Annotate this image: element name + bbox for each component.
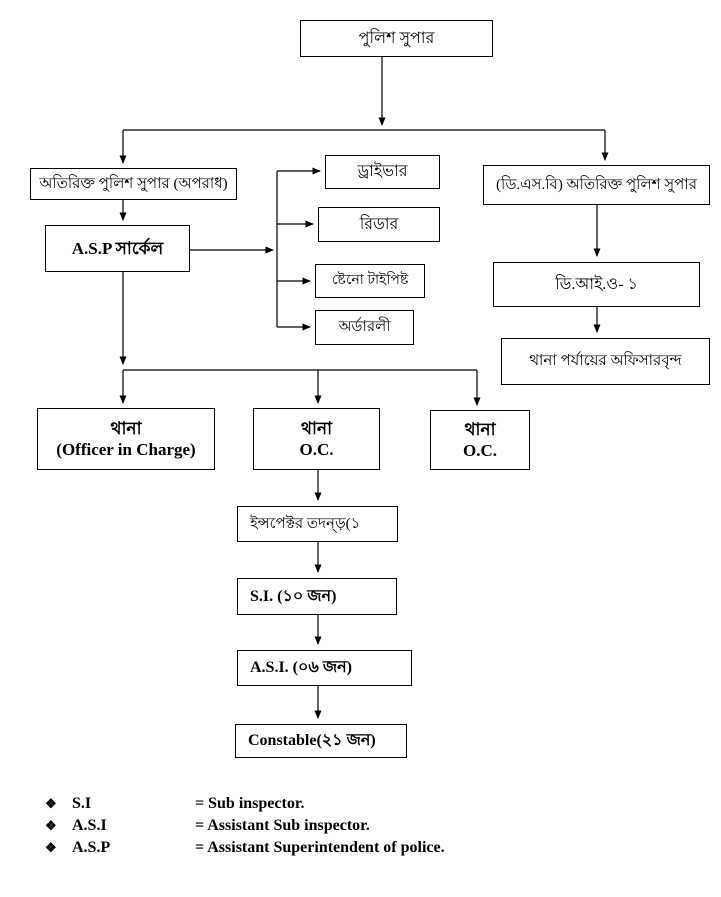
- node-driver: ড্রাইভার: [325, 155, 440, 189]
- legend-term: S.I: [72, 795, 92, 812]
- node-label: A.S.P সার্কেল: [71, 238, 164, 258]
- legend-row-asp: ❖ A.S.P = Assistant Superintendent of po…: [45, 837, 445, 859]
- node-constable: Constable(২১ জন): [235, 724, 407, 758]
- node-label: রিডার: [359, 215, 399, 233]
- node-thana-officer-in-charge: থানা (Officer in Charge): [37, 408, 215, 470]
- legend: ❖ S.I = Sub inspector. ❖ A.S.I = Assista…: [45, 793, 445, 859]
- node-label: পুলিশ সুপার: [358, 29, 435, 47]
- node-label: ইন্সপেক্টর তদন্ড়(১: [250, 515, 361, 532]
- legend-definition: = Sub inspector.: [195, 795, 305, 812]
- node-label-line2: O.C.: [463, 441, 497, 460]
- legend-row-si: ❖ S.I = Sub inspector.: [45, 793, 445, 815]
- node-reader: রিডার: [318, 207, 440, 242]
- node-dio-1: ডি.আই.ও- ১: [493, 262, 700, 307]
- node-label: অর্ডারলী: [338, 319, 391, 336]
- node-label: ষ্টেনো টাইপিষ্ট: [331, 273, 409, 289]
- node-label: ড্রাইভার: [357, 163, 408, 180]
- node-label: Constable(২১ জন): [248, 732, 376, 749]
- node-label-line1: থানা: [110, 418, 142, 438]
- node-label: S.I. (১০ জন): [250, 587, 337, 605]
- node-inspector-investigation: ইন্সপেক্টর তদন্ড়(১: [237, 506, 398, 542]
- node-label-line2: (Officer in Charge): [56, 440, 196, 459]
- node-assistant-sub-inspector: A.S.I. (০৬ জন): [237, 650, 412, 686]
- node-label: ডি.আই.ও- ১: [555, 275, 638, 293]
- node-label: থানা পর্যায়ের অফিসারবৃন্দ: [529, 353, 682, 370]
- node-police-super: পুলিশ সুপার: [300, 20, 493, 57]
- node-sub-inspector: S.I. (১০ জন): [237, 578, 397, 615]
- node-asp-circle: A.S.P সার্কেল: [45, 225, 190, 272]
- node-label: A.S.I. (০৬ জন): [250, 659, 353, 676]
- node-thana-level-officers: থানা পর্যায়ের অফিসারবৃন্দ: [501, 338, 710, 385]
- node-label-line2: O.C.: [299, 440, 334, 459]
- node-label-line1: থানা: [300, 418, 332, 438]
- node-additional-super-crime: অতিরিক্ত পুলিশ সুপার (অপরাধ): [30, 168, 237, 200]
- node-thana-oc-middle: থানা O.C.: [253, 408, 380, 470]
- legend-definition: = Assistant Sub inspector.: [195, 817, 370, 834]
- legend-term: A.S.P: [72, 839, 111, 856]
- legend-row-asi: ❖ A.S.I = Assistant Sub inspector.: [45, 815, 445, 837]
- node-orderly: অর্ডারলী: [315, 310, 414, 345]
- legend-term: A.S.I: [72, 817, 107, 834]
- node-steno-typist: ষ্টেনো টাইপিষ্ট: [315, 264, 425, 298]
- diamond-bullet-icon: ❖: [45, 796, 57, 811]
- node-label: (ডি.এস.বি) অতিরিক্ত পুলিশ সুপার: [496, 176, 697, 193]
- legend-definition: = Assistant Superintendent of police.: [195, 839, 445, 856]
- diamond-bullet-icon: ❖: [45, 840, 57, 855]
- diamond-bullet-icon: ❖: [45, 818, 57, 833]
- node-dsb-additional-super: (ডি.এস.বি) অতিরিক্ত পুলিশ সুপার: [483, 165, 710, 205]
- node-label: অতিরিক্ত পুলিশ সুপার (অপরাধ): [39, 175, 228, 192]
- node-thana-oc-right: থানা O.C.: [430, 410, 530, 470]
- node-label-line1: থানা: [464, 419, 496, 439]
